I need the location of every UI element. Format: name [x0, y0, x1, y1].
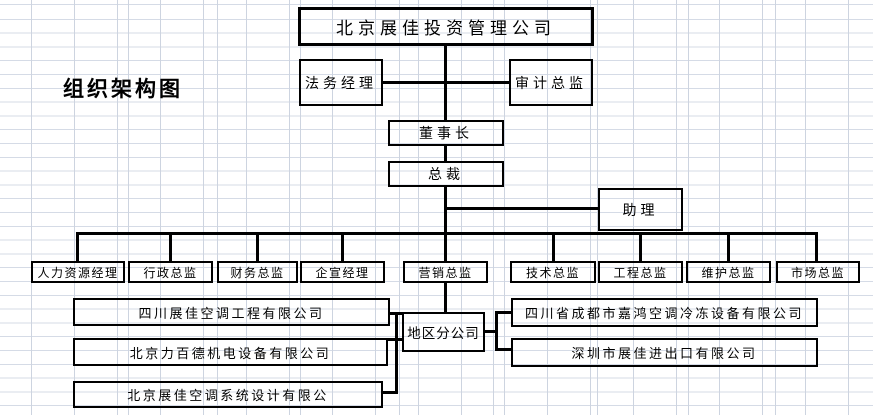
connector-drop-hr: [76, 232, 79, 263]
connector-regional-rightbus: [485, 330, 497, 333]
grid-line: [128, 0, 129, 415]
connector-drop-marketing: [444, 232, 447, 263]
org-node-company-root[interactable]: 北京展佳投资管理公司: [298, 7, 594, 46]
org-node-tech-director[interactable]: 技术总监: [510, 261, 596, 283]
grid-line: [688, 0, 689, 415]
connector-drop-finance: [256, 232, 259, 263]
connector-drop-tech: [552, 232, 555, 263]
connector-right-sub1: [495, 311, 511, 314]
org-node-maintenance-director[interactable]: 维护总监: [686, 261, 771, 283]
connector-drop-engineering: [639, 232, 642, 263]
connector-chairman-president: [444, 144, 447, 163]
connector-drop-market: [815, 232, 818, 263]
org-node-assistant[interactable]: 助理: [598, 188, 683, 231]
connector-president-trunk: [444, 185, 447, 235]
connector-staff-row: [383, 81, 509, 84]
connector-drop-publicity: [341, 232, 344, 263]
org-node-admin-director[interactable]: 行政总监: [128, 261, 213, 283]
connector-assistant: [445, 207, 598, 210]
grid-line: [300, 0, 301, 415]
connector-drop-maintenance: [727, 232, 730, 263]
org-node-finance-director[interactable]: 财务总监: [217, 261, 298, 283]
connector-right-sub2: [495, 348, 511, 351]
org-node-chairman[interactable]: 董事长: [388, 120, 504, 146]
org-node-subsidiary-sichuan-engineering[interactable]: 四川展佳空调工程有限公司: [73, 298, 390, 326]
page-title: 组织架构图: [63, 77, 183, 101]
org-node-regional-branch[interactable]: 地区分公司: [402, 312, 485, 352]
connector-drop-admin: [169, 232, 172, 263]
org-node-legal-manager[interactable]: 法务经理: [299, 59, 383, 106]
connector-left-bus: [395, 312, 398, 394]
org-node-president[interactable]: 总裁: [388, 161, 504, 187]
org-node-publicity-manager[interactable]: 企宣经理: [300, 261, 385, 283]
org-node-hr-manager[interactable]: 人力资源经理: [31, 261, 125, 283]
connector-right-bus: [495, 311, 498, 351]
connector-marketing-regional: [444, 282, 447, 313]
grid-line: [217, 0, 218, 415]
org-node-market-director[interactable]: 市场总监: [776, 261, 860, 283]
org-node-engineering-director[interactable]: 工程总监: [598, 261, 683, 283]
org-node-subsidiary-shenzhen-import-export[interactable]: 深圳市展佳进出口有限公司: [511, 338, 818, 367]
connector-distribution-bar: [76, 232, 818, 235]
grid-line: [775, 0, 776, 415]
connector-left-sub3: [383, 391, 398, 394]
org-node-audit-director[interactable]: 审计总监: [509, 59, 593, 106]
org-node-subsidiary-libaide[interactable]: 北京力百德机电设备有限公司: [73, 338, 388, 366]
org-node-subsidiary-jiahong[interactable]: 四川省成都市嘉鸿空调冷冻设备有限公司: [511, 298, 818, 327]
org-node-subsidiary-system-design[interactable]: 北京展佳空调系统设计有限公: [73, 381, 383, 408]
grid-line: [399, 0, 400, 415]
org-node-marketing-director[interactable]: 营销总监: [403, 261, 488, 283]
